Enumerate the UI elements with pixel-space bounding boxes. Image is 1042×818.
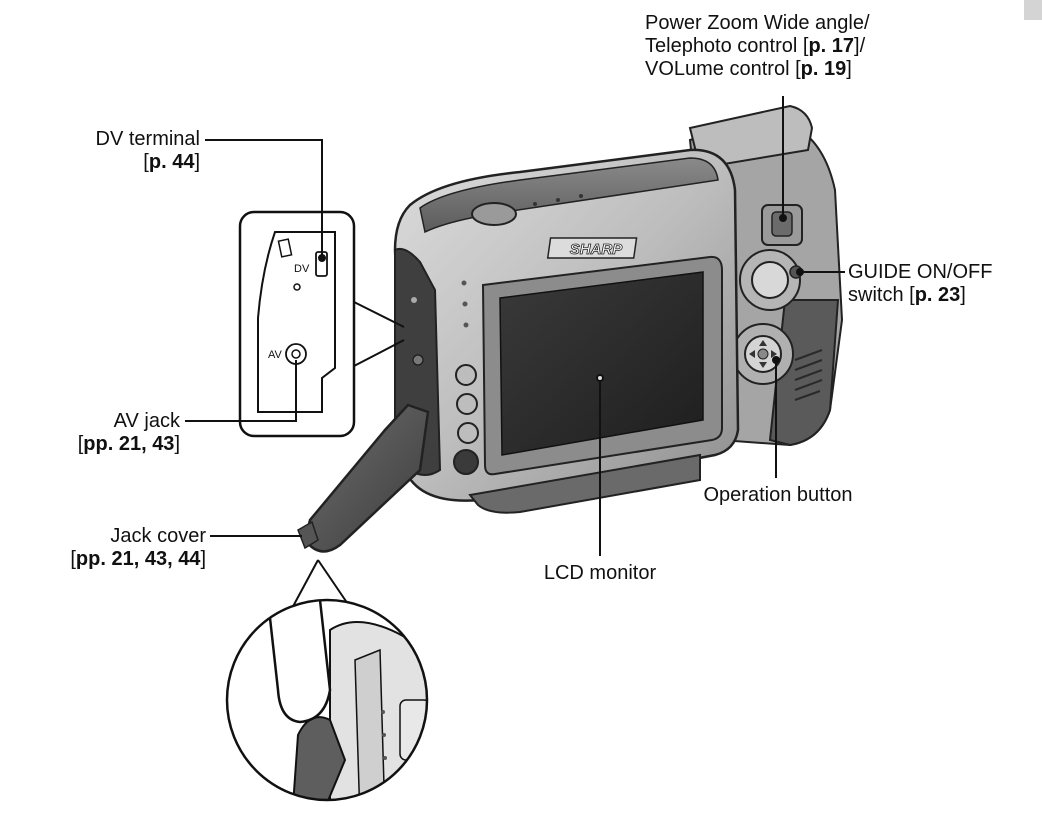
label-lcd-monitor: LCD monitor	[520, 562, 680, 585]
label-guide-line2: switch [p. 23]	[848, 284, 1028, 307]
label-power-zoom-line2-post: ]/	[854, 35, 866, 57]
label-power-zoom-ref2: p. 19	[800, 58, 847, 80]
inset-small-hole	[293, 283, 301, 291]
label-guide-line1: GUIDE ON/OFF	[848, 261, 993, 283]
magnified-finger	[266, 600, 332, 724]
leader-zoom-dot	[779, 214, 787, 222]
label-power-zoom-line2-pre: Telephoto control [	[645, 35, 809, 57]
label-dv-terminal-ref: [p. 44]	[40, 151, 200, 174]
label-av-ref-pre: [	[77, 433, 84, 455]
sharp-logo: SHARP	[546, 237, 638, 259]
guide-dial-inner	[751, 261, 789, 299]
leader-lines	[185, 96, 845, 556]
operation-button-arrows	[749, 340, 777, 368]
label-av-ref-post: ]	[174, 433, 180, 455]
label-operation-button: Operation button	[690, 484, 866, 507]
label-jack-ref-post: ]	[200, 548, 206, 570]
label-dv-ref-pre: [	[143, 151, 149, 173]
label-power-zoom-line3-post: ]	[846, 58, 852, 80]
panel-side-buttons	[453, 364, 479, 475]
leader-dv-dot	[318, 254, 326, 262]
label-lcd-monitor-text: LCD monitor	[543, 562, 657, 584]
page-tab	[1024, 0, 1042, 20]
label-power-zoom-line1: Power Zoom Wide angle/	[645, 12, 870, 34]
label-av-jack-line1: AV jack	[113, 410, 180, 432]
leader-lcd-dot	[596, 374, 604, 382]
jack-cover-edge	[297, 520, 319, 550]
top-dots	[533, 194, 583, 206]
panel-indicator-dots	[461, 280, 469, 328]
label-av-ref: pp. 21, 43	[83, 433, 175, 455]
inset-dv-mark: DV	[294, 263, 310, 275]
label-power-zoom-ref1: p. 17	[808, 35, 855, 57]
label-power-zoom-line3-pre: VOLume control [	[645, 58, 801, 80]
label-jack-ref-pre: [	[70, 548, 76, 570]
leader-dv-terminal	[205, 139, 323, 258]
top-dial	[471, 202, 517, 226]
label-jack-cover-line1: Jack cover	[110, 525, 206, 547]
leader-op-dot	[772, 356, 780, 364]
operation-button-center	[757, 348, 769, 360]
label-guide-switch: GUIDE ON/OFF switch [p. 23]	[848, 261, 1028, 307]
magnified-dots	[381, 710, 387, 760]
grip-vents	[794, 349, 823, 401]
label-guide-ref: p. 23	[914, 284, 961, 306]
leader-av-jack	[185, 360, 297, 422]
label-power-zoom-line3: VOLume control [p. 19]	[645, 58, 905, 81]
viewfinder-top	[688, 104, 814, 170]
edge-jack-av	[412, 354, 424, 366]
magnify-circle-outline	[225, 598, 429, 802]
inset-av-mark: AV	[268, 349, 283, 361]
label-dv-ref-post: ]	[194, 151, 200, 173]
label-av-jack: AV jack [pp. 21, 43]	[20, 410, 180, 456]
magnified-camera-edge	[354, 648, 386, 800]
label-jack-ref: pp. 21, 43, 44	[75, 548, 201, 570]
label-dv-ref: p. 44	[148, 151, 195, 173]
magnified-detail	[225, 559, 429, 802]
inset-connector-bottom	[353, 339, 405, 367]
label-operation-button-text: Operation button	[703, 484, 853, 506]
label-power-zoom: Power Zoom Wide angle/ Telephoto control…	[645, 12, 905, 81]
label-guide-line2-pre: switch [	[848, 284, 915, 306]
leader-guide-dot	[796, 268, 804, 276]
magnify-line-left	[289, 559, 319, 613]
inset-small-rect	[277, 238, 293, 258]
lcd-panel-body: SHARP	[393, 148, 740, 514]
inset-panel-outline	[257, 231, 336, 413]
lcd-screen	[499, 271, 704, 456]
label-dv-terminal: DV terminal [p. 44]	[40, 128, 200, 174]
edge-jack-dot	[411, 297, 417, 303]
sharp-logo-text: SHARP	[570, 241, 624, 258]
magnified-cover	[290, 716, 347, 800]
label-dv-terminal-line1: DV terminal	[95, 128, 200, 150]
label-jack-cover: Jack cover [pp. 21, 43, 44]	[4, 525, 206, 571]
label-jack-cover-ref: [pp. 21, 43, 44]	[4, 548, 206, 571]
inset-av-port-inner	[291, 349, 301, 359]
inset-connector-top	[353, 301, 405, 328]
label-power-zoom-line2: Telephoto control [p. 17]/	[645, 35, 905, 58]
camcorder-base	[468, 453, 701, 514]
label-guide-line2-post: ]	[960, 284, 966, 306]
label-av-jack-ref: [pp. 21, 43]	[20, 433, 180, 456]
jack-panel-inset: DV AV	[238, 210, 405, 438]
